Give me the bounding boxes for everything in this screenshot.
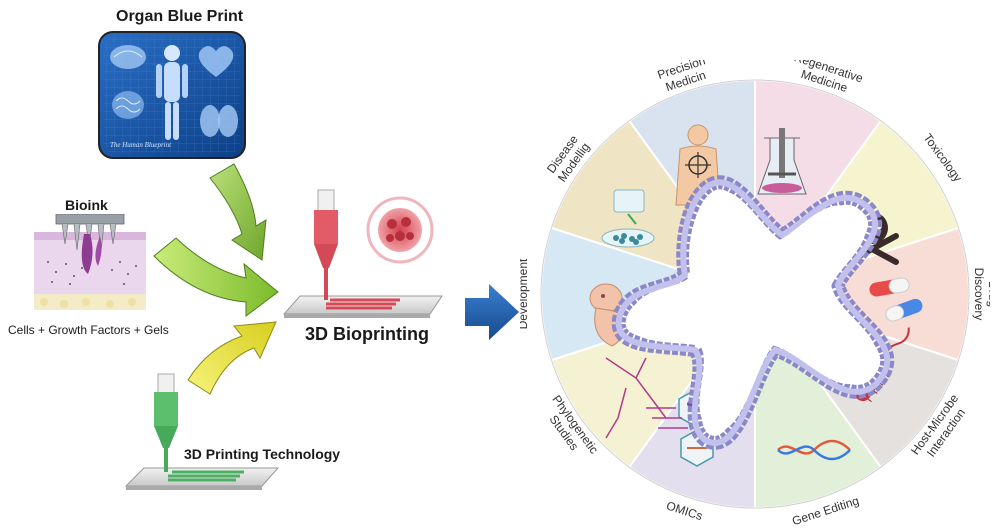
wheel-segment-label: Development [520, 258, 530, 329]
bioink-title: Bioink [65, 197, 108, 213]
bioink-image [34, 214, 146, 310]
bioink-caption: Cells + Growth Factors + Gels [8, 323, 169, 337]
input-arrows [153, 163, 279, 395]
arrow-technology [187, 321, 277, 395]
wheel-segment-label: OMICs [665, 498, 705, 523]
phylogenetic-tree-icon [605, 357, 688, 439]
petri-dish-icon [601, 189, 655, 248]
wheel-label-line1: OMICs [665, 498, 705, 523]
dna-helix-icon [777, 439, 851, 461]
wheel-label-line2: Discovery [972, 268, 986, 321]
bioprinter-image [282, 189, 443, 318]
printing-technology-title: 3D Printing Technology [184, 446, 341, 462]
printing-technology-image [124, 373, 280, 490]
capsule-pills-icon [869, 277, 923, 322]
arrow-bioink [153, 237, 279, 317]
organ-blueprint-title: Organ Blue Print [116, 8, 244, 25]
blue-arrow [465, 284, 519, 340]
bioprinting-title: 3D Bioprinting [305, 324, 429, 344]
wheel-label-line1: Development [520, 258, 530, 329]
regenerative-medicine-icon [757, 128, 807, 195]
wheel-segment-label: DrugDiscovery [972, 268, 990, 321]
wheel-label-line1: Drug [986, 281, 990, 307]
organ-blueprint-image: The Human Blueprint [98, 31, 246, 159]
arrow-blueprint [209, 163, 267, 261]
blueprint-signature: The Human Blueprint [110, 141, 172, 149]
